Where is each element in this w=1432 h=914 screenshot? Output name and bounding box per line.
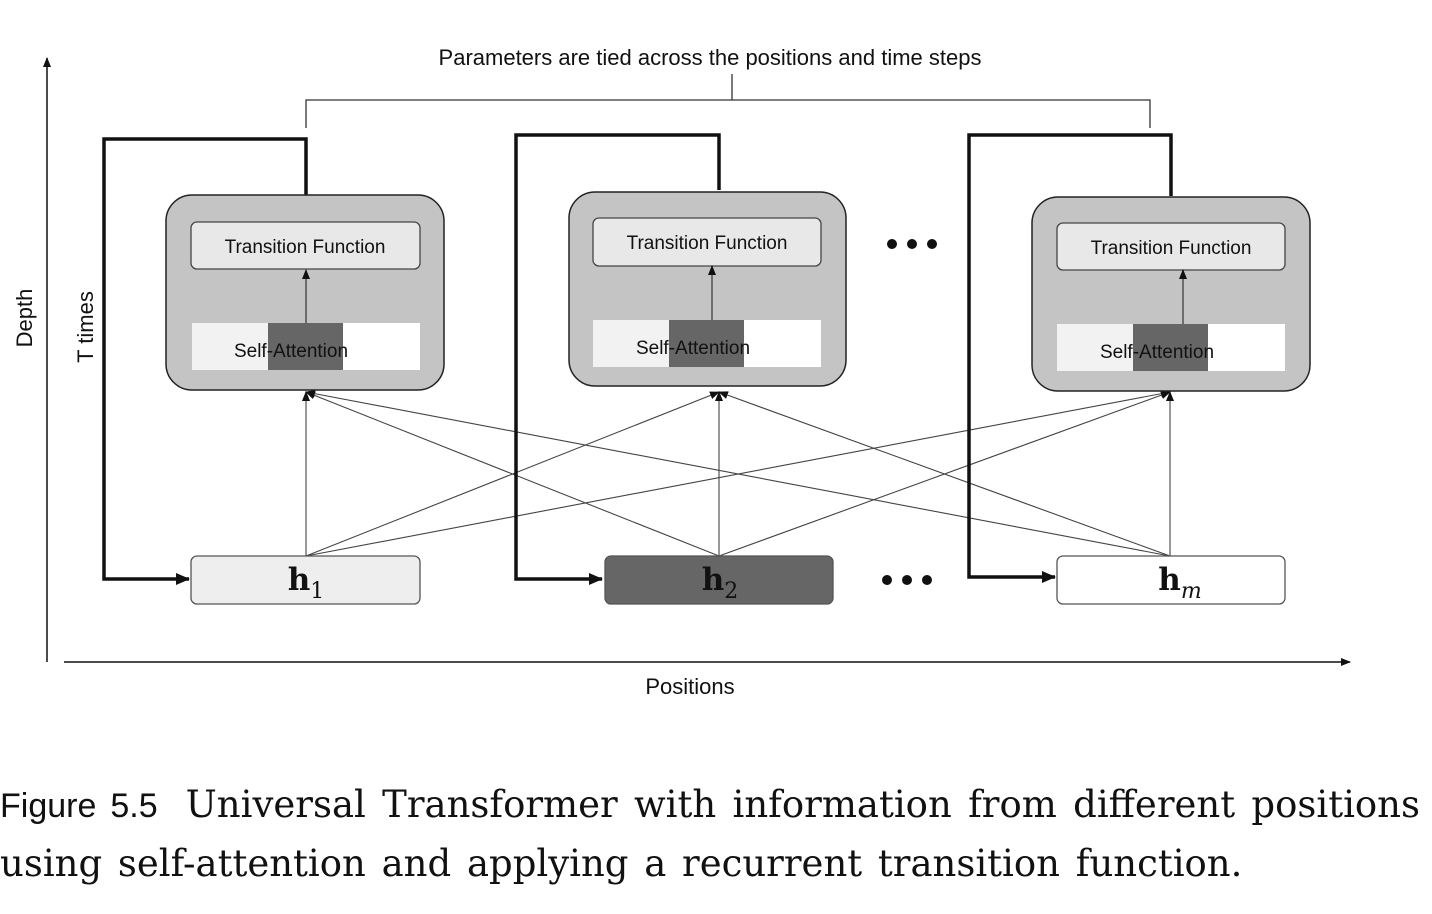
recurrent-loop-m — [967, 133, 1173, 583]
ut-block-1: Transition Function Self-Attention — [165, 194, 445, 391]
ut-block-2: Transition Function Self-Attention — [568, 191, 847, 387]
ellipsis-lower — [882, 575, 932, 585]
ellipsis-upper — [887, 239, 937, 249]
hidden-state-label: hm — [1158, 562, 1201, 604]
self-attention-box-right — [1208, 324, 1285, 371]
x-axis-label: Positions — [645, 674, 734, 699]
self-attention-label: Self-Attention — [234, 341, 348, 362]
self-attention-box-right — [744, 320, 821, 367]
y-axis-label: Depth — [12, 289, 37, 348]
parameter-tying-label: Parameters are tied across the positions… — [439, 45, 982, 70]
recurrent-loop-1 — [102, 137, 308, 585]
transition-function-label: Transition Function — [225, 237, 386, 258]
hidden-state-box — [604, 555, 834, 605]
self-attention-highlight — [669, 320, 744, 367]
hidden-state-label: h1 — [288, 562, 325, 604]
transition-function-label: Transition Function — [1091, 238, 1252, 259]
transition-function-label: Transition Function — [627, 233, 788, 254]
hidden-state-2: h2 — [604, 555, 834, 605]
ut-block-m: Transition Function Self-Attention — [1031, 196, 1311, 392]
attention-connections — [302, 389, 1174, 557]
recurrent-loop-2 — [514, 133, 721, 585]
hidden-state-label: h2 — [702, 562, 739, 604]
self-attention-highlight — [1133, 324, 1208, 371]
caption-text: Universal Transformer with information f… — [0, 783, 1420, 885]
parameter-tying-bracket — [305, 74, 1151, 128]
figure-label: Figure 5.5 — [0, 787, 158, 825]
universal-transformer-diagram: Depth Positions Parameters are tied acro… — [12, 45, 1351, 699]
hidden-state-box — [1056, 555, 1286, 605]
self-attention-label: Self-Attention — [1100, 342, 1214, 363]
transition-function-box — [1056, 222, 1286, 271]
loop-label: T times — [73, 291, 98, 363]
self-attention-label: Self-Attention — [636, 338, 750, 359]
hidden-state-1: h1 — [190, 555, 421, 605]
self-attention-highlight — [268, 323, 343, 370]
self-attention-box-right — [343, 323, 420, 370]
transition-function-box — [592, 217, 822, 267]
hidden-state-box — [190, 555, 421, 605]
hidden-state-m: hm — [1056, 555, 1286, 605]
